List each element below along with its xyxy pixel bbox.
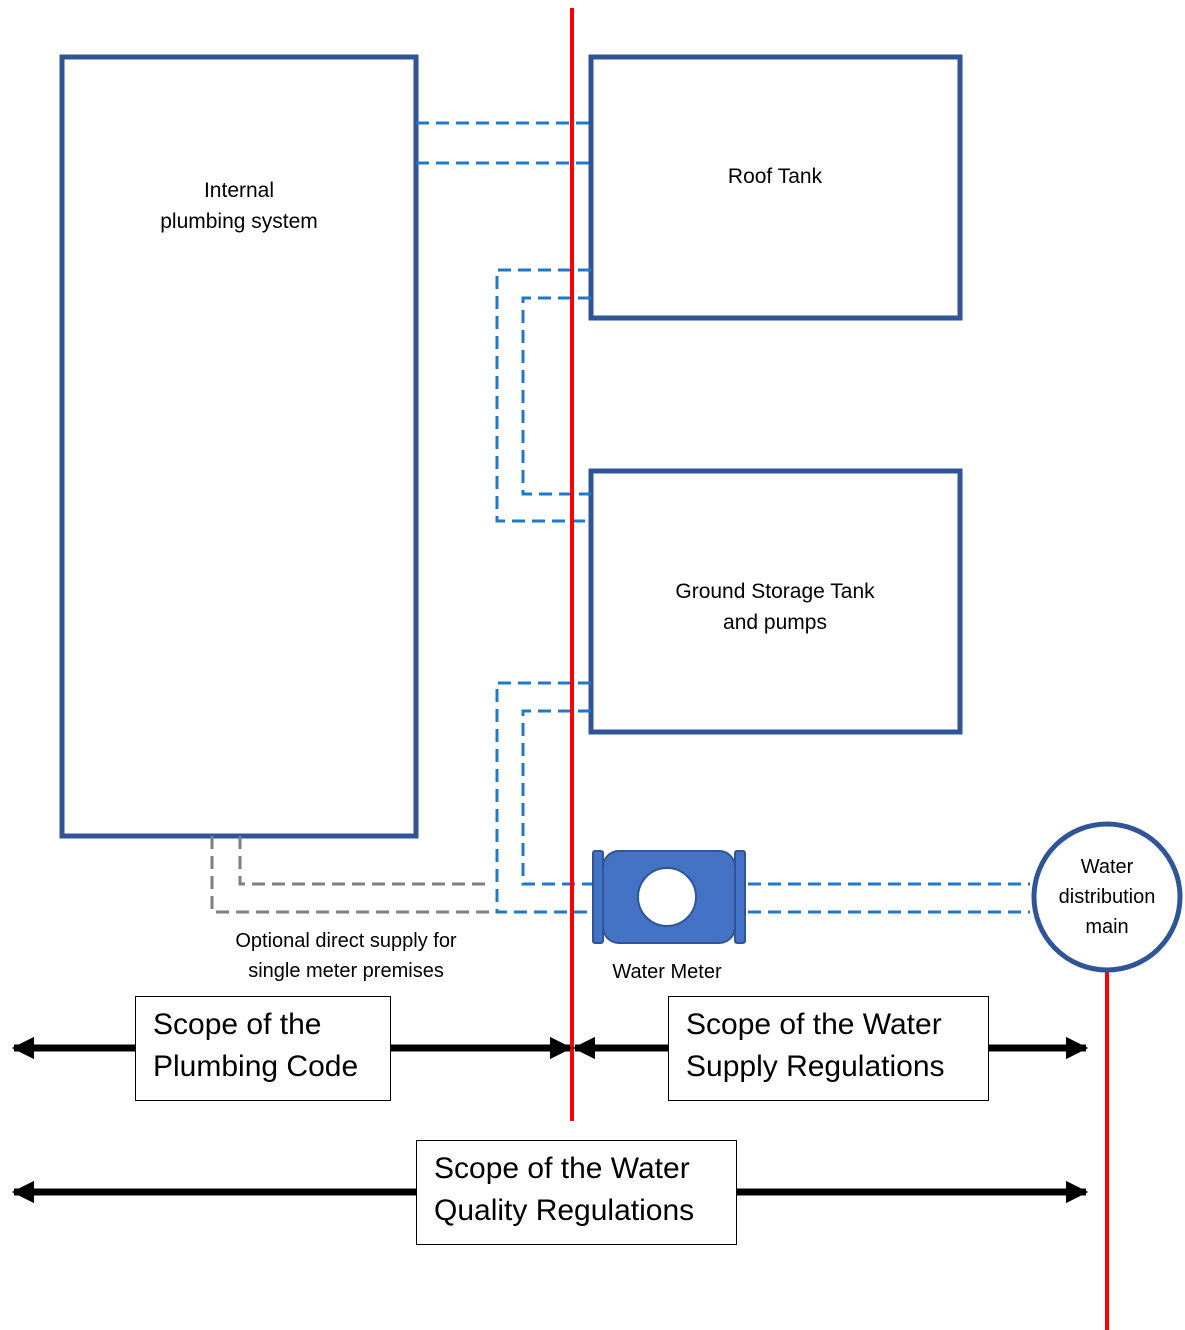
distribution-main-label-line2: distribution [1058, 886, 1156, 908]
pipes-ground-tank-to-meter [495, 681, 596, 914]
water-distribution-main-circle [1031, 821, 1183, 973]
water-meter-label: Water Meter [587, 957, 747, 987]
pipe-inner [521, 296, 591, 496]
water-quality-scope-line2: Quality Regulations [434, 1194, 695, 1227]
water-supply-scope-line1: Scope of the Water [686, 1008, 942, 1041]
pipes-plumbing-to-roof-tank [416, 121, 591, 165]
internal-plumbing-label: Internal plumbing system [139, 175, 339, 237]
pipe-outer [495, 268, 591, 523]
plumbing-code-scope-line2: Plumbing Code [153, 1050, 359, 1083]
water-meter-icon [592, 850, 746, 944]
ground-storage-tank-label: Ground Storage Tank and pumps [645, 576, 905, 638]
water-supply-scope-box: Scope of the Water Supply Regulations [668, 996, 989, 1101]
pipe-outer [210, 836, 490, 914]
pipe-outer [495, 681, 596, 914]
optional-supply-label: Optional direct supply for single meter … [196, 926, 496, 986]
water-meter-label-text: Water Meter [612, 961, 722, 983]
distribution-main-label: Water distribution main [1042, 852, 1172, 942]
ground-storage-tank-label-line1: Ground Storage Tank [675, 580, 875, 603]
roof-tank-label: Roof Tank [675, 161, 875, 192]
plumbing-code-scope-box: Scope of the Plumbing Code [135, 996, 391, 1101]
pipes-meter-to-main [748, 882, 1030, 914]
pipe-inner [238, 836, 490, 886]
optional-supply-label-line1: Optional direct supply for [235, 930, 457, 952]
ground-storage-tank-box [588, 468, 963, 735]
water-supply-scope-line2: Supply Regulations [686, 1050, 945, 1083]
optional-direct-supply-pipes [210, 836, 490, 914]
pipe-inner [521, 709, 596, 886]
water-quality-scope-box: Scope of the Water Quality Regulations [416, 1140, 737, 1245]
internal-plumbing-label-line2: plumbing system [160, 210, 318, 233]
ground-storage-tank-label-line2: and pumps [723, 611, 827, 634]
pipes-roof-to-ground-tank [495, 268, 591, 523]
water-quality-scope-line1: Scope of the Water [434, 1152, 690, 1185]
internal-plumbing-box [59, 54, 419, 839]
distribution-main-label-line3: main [1085, 916, 1129, 938]
roof-tank-box [588, 54, 963, 321]
internal-plumbing-label-line1: Internal [203, 179, 275, 202]
roof-tank-label-text: Roof Tank [727, 165, 823, 188]
optional-supply-label-line2: single meter premises [248, 960, 444, 982]
distribution-main-label-line1: Water [1080, 856, 1134, 878]
plumbing-code-scope-line1: Scope of the [153, 1008, 322, 1041]
